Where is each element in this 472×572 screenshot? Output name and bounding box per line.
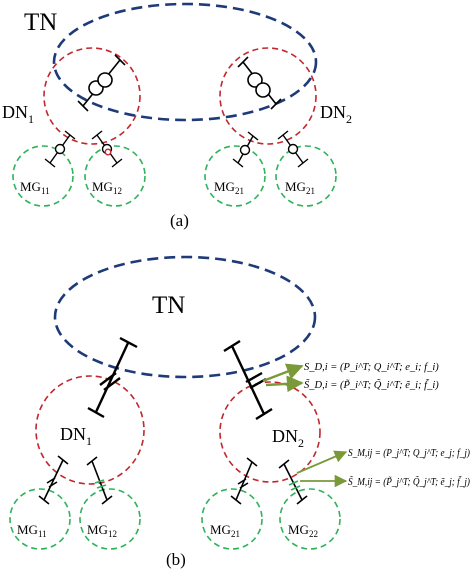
tn-ellipse-b <box>53 255 317 379</box>
tn-label-a: TN <box>24 9 57 36</box>
equation-sd-tilde: S̃_D,i = (P̃_i^T; Q̃_i^T; ẽ_i; f̃_i) <box>304 378 439 391</box>
panel-a: TN DN1 DN2 <box>2 2 352 230</box>
mg22-circle-b <box>279 488 341 550</box>
mg12-label-a: MG12 <box>92 179 122 196</box>
dn1-circle-a <box>43 47 141 145</box>
mg21b-label-a: MG21 <box>285 179 315 196</box>
caption-a: (a) <box>170 211 189 230</box>
dn-mg-links-b <box>38 455 308 505</box>
dn2-circle-a <box>219 47 317 145</box>
mg11-circle-a <box>12 145 74 207</box>
dn2-circle-b <box>219 381 321 483</box>
mg11-circle-b <box>9 488 71 550</box>
mg12-circle-b <box>79 488 141 550</box>
mg12-circle-a <box>84 145 146 207</box>
mg11-label-b: MG11 <box>17 522 47 539</box>
tn-label-b: TN <box>152 292 185 319</box>
equation-sm: S_M,ij = (P_j^T; Q_j^T; e_j; f_j) <box>348 448 470 459</box>
mg21-circle-b <box>201 488 263 550</box>
caption-b: (b) <box>166 550 186 569</box>
equation-sd: S_D,i = (P_i^T; Q_i^T; e_i; f_i) <box>304 362 439 373</box>
mg21-label-b: MG21 <box>210 522 240 539</box>
mg11-label-a: MG11 <box>20 179 50 196</box>
arrow-sd <box>262 363 304 383</box>
equation-sm-tilde: S̃_M,ij = (P̃_j^T; Q̃_j^T; ẽ_j; f̃_j) <box>348 475 470 488</box>
arrow-sd-tilde <box>265 375 304 393</box>
mg22-label-b: MG22 <box>288 522 318 539</box>
mg21b-circle-a <box>275 145 337 207</box>
dn2-label-a: DN2 <box>320 102 352 126</box>
panel-b: TN DN1 DN2 <box>9 255 470 569</box>
tn-ellipse-a <box>52 2 318 122</box>
dn1-label-b: DN1 <box>60 424 92 448</box>
dn2-label-b: DN2 <box>272 426 304 450</box>
tn-dn-links-b <box>87 336 273 421</box>
mg21a-circle-a <box>204 145 266 207</box>
mg-transformers-a <box>44 130 309 168</box>
arrow-sm <box>296 450 348 474</box>
dn1-label-a: DN1 <box>2 102 34 126</box>
dn2-transformer-a <box>237 56 282 110</box>
mg21-label-a: MG21 <box>214 179 244 196</box>
mg12-label-b: MG12 <box>87 522 117 539</box>
dn1-circle-b <box>35 375 145 485</box>
dn1-transformer-a <box>77 54 126 112</box>
